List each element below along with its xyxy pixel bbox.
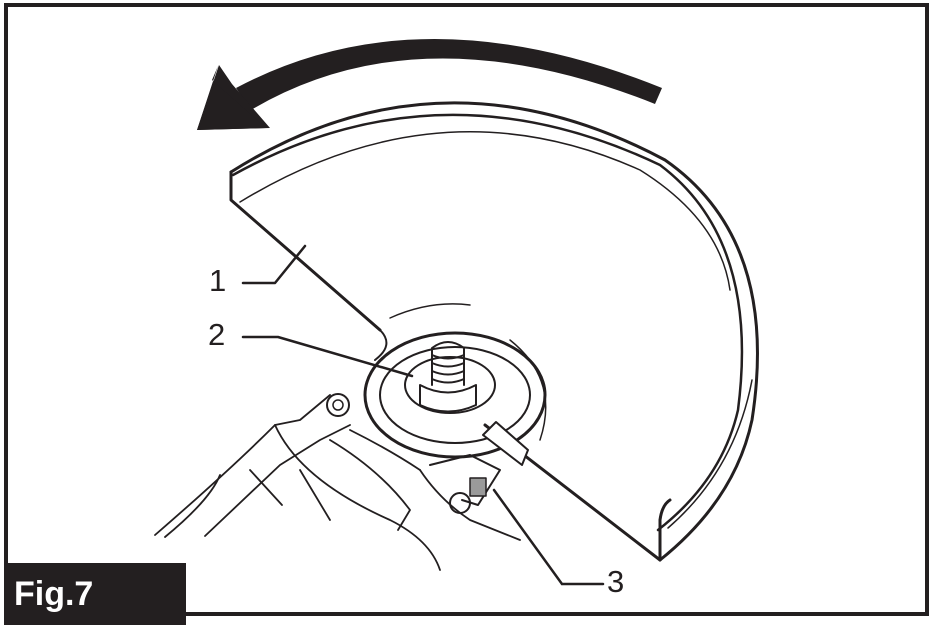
callout-2: 2 <box>208 317 226 352</box>
figure-frame <box>4 3 929 616</box>
grinder-body <box>154 394 521 571</box>
leader-lines <box>241 244 605 586</box>
callout-3: 3 <box>607 564 625 599</box>
figure-label: Fig.7 <box>4 563 186 625</box>
callout-1: 1 <box>209 263 227 298</box>
rotation-arrow-icon <box>197 39 662 130</box>
bearing-box <box>326 303 547 514</box>
